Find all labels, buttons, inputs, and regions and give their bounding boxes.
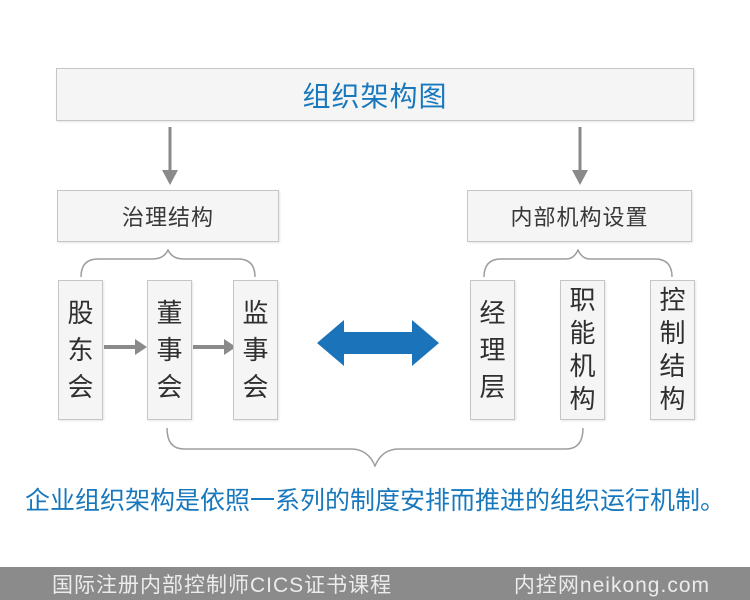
- title-box: 组织架构图: [56, 68, 694, 121]
- functional-bodies-label: 职能机构: [569, 285, 596, 414]
- footer-bar: 国际注册内部控制师CICS证书课程 内控网neikong.com: [0, 567, 750, 600]
- double-arrow-icon: [317, 320, 439, 366]
- governance-box: 治理结构: [57, 190, 279, 242]
- footer-site-text: 内控网neikong.com: [513, 573, 710, 597]
- internal-structure-label: 内部机构设置: [510, 205, 649, 230]
- management-layer-box: 经理层: [470, 280, 515, 420]
- down-arrow-icon: [162, 127, 178, 185]
- flow-arrow-icon: [104, 339, 147, 355]
- governance-label: 治理结构: [121, 205, 214, 230]
- brace-internal-icon: [483, 249, 673, 278]
- flow-arrow-icon: [193, 339, 236, 355]
- footer-course-text: 国际注册内部控制师CICS证书课程: [52, 573, 393, 597]
- brace-governance-icon: [80, 249, 256, 278]
- diagram-title: 组织架构图: [302, 80, 448, 112]
- functional-bodies-box: 职能机构: [560, 280, 605, 420]
- internal-structure-box: 内部机构设置: [467, 190, 692, 242]
- board-of-directors-label: 董事会: [156, 297, 183, 402]
- supervisory-board-box: 监事会: [233, 280, 278, 420]
- management-layer-label: 经理层: [479, 297, 506, 402]
- down-arrow-icon: [572, 127, 588, 185]
- board-of-directors-box: 董事会: [147, 280, 192, 420]
- shareholders-meeting-box: 股东会: [58, 280, 103, 420]
- shareholders-meeting-label: 股东会: [67, 297, 94, 402]
- supervisory-board-label: 监事会: [242, 297, 269, 402]
- summary-text: 企业组织架构是依照一系列的制度安排而推进的组织运行机制。: [24, 487, 725, 515]
- brace-summary-icon: [166, 427, 584, 467]
- control-structure-label: 控制结构: [659, 285, 686, 414]
- control-structure-box: 控制结构: [650, 280, 695, 420]
